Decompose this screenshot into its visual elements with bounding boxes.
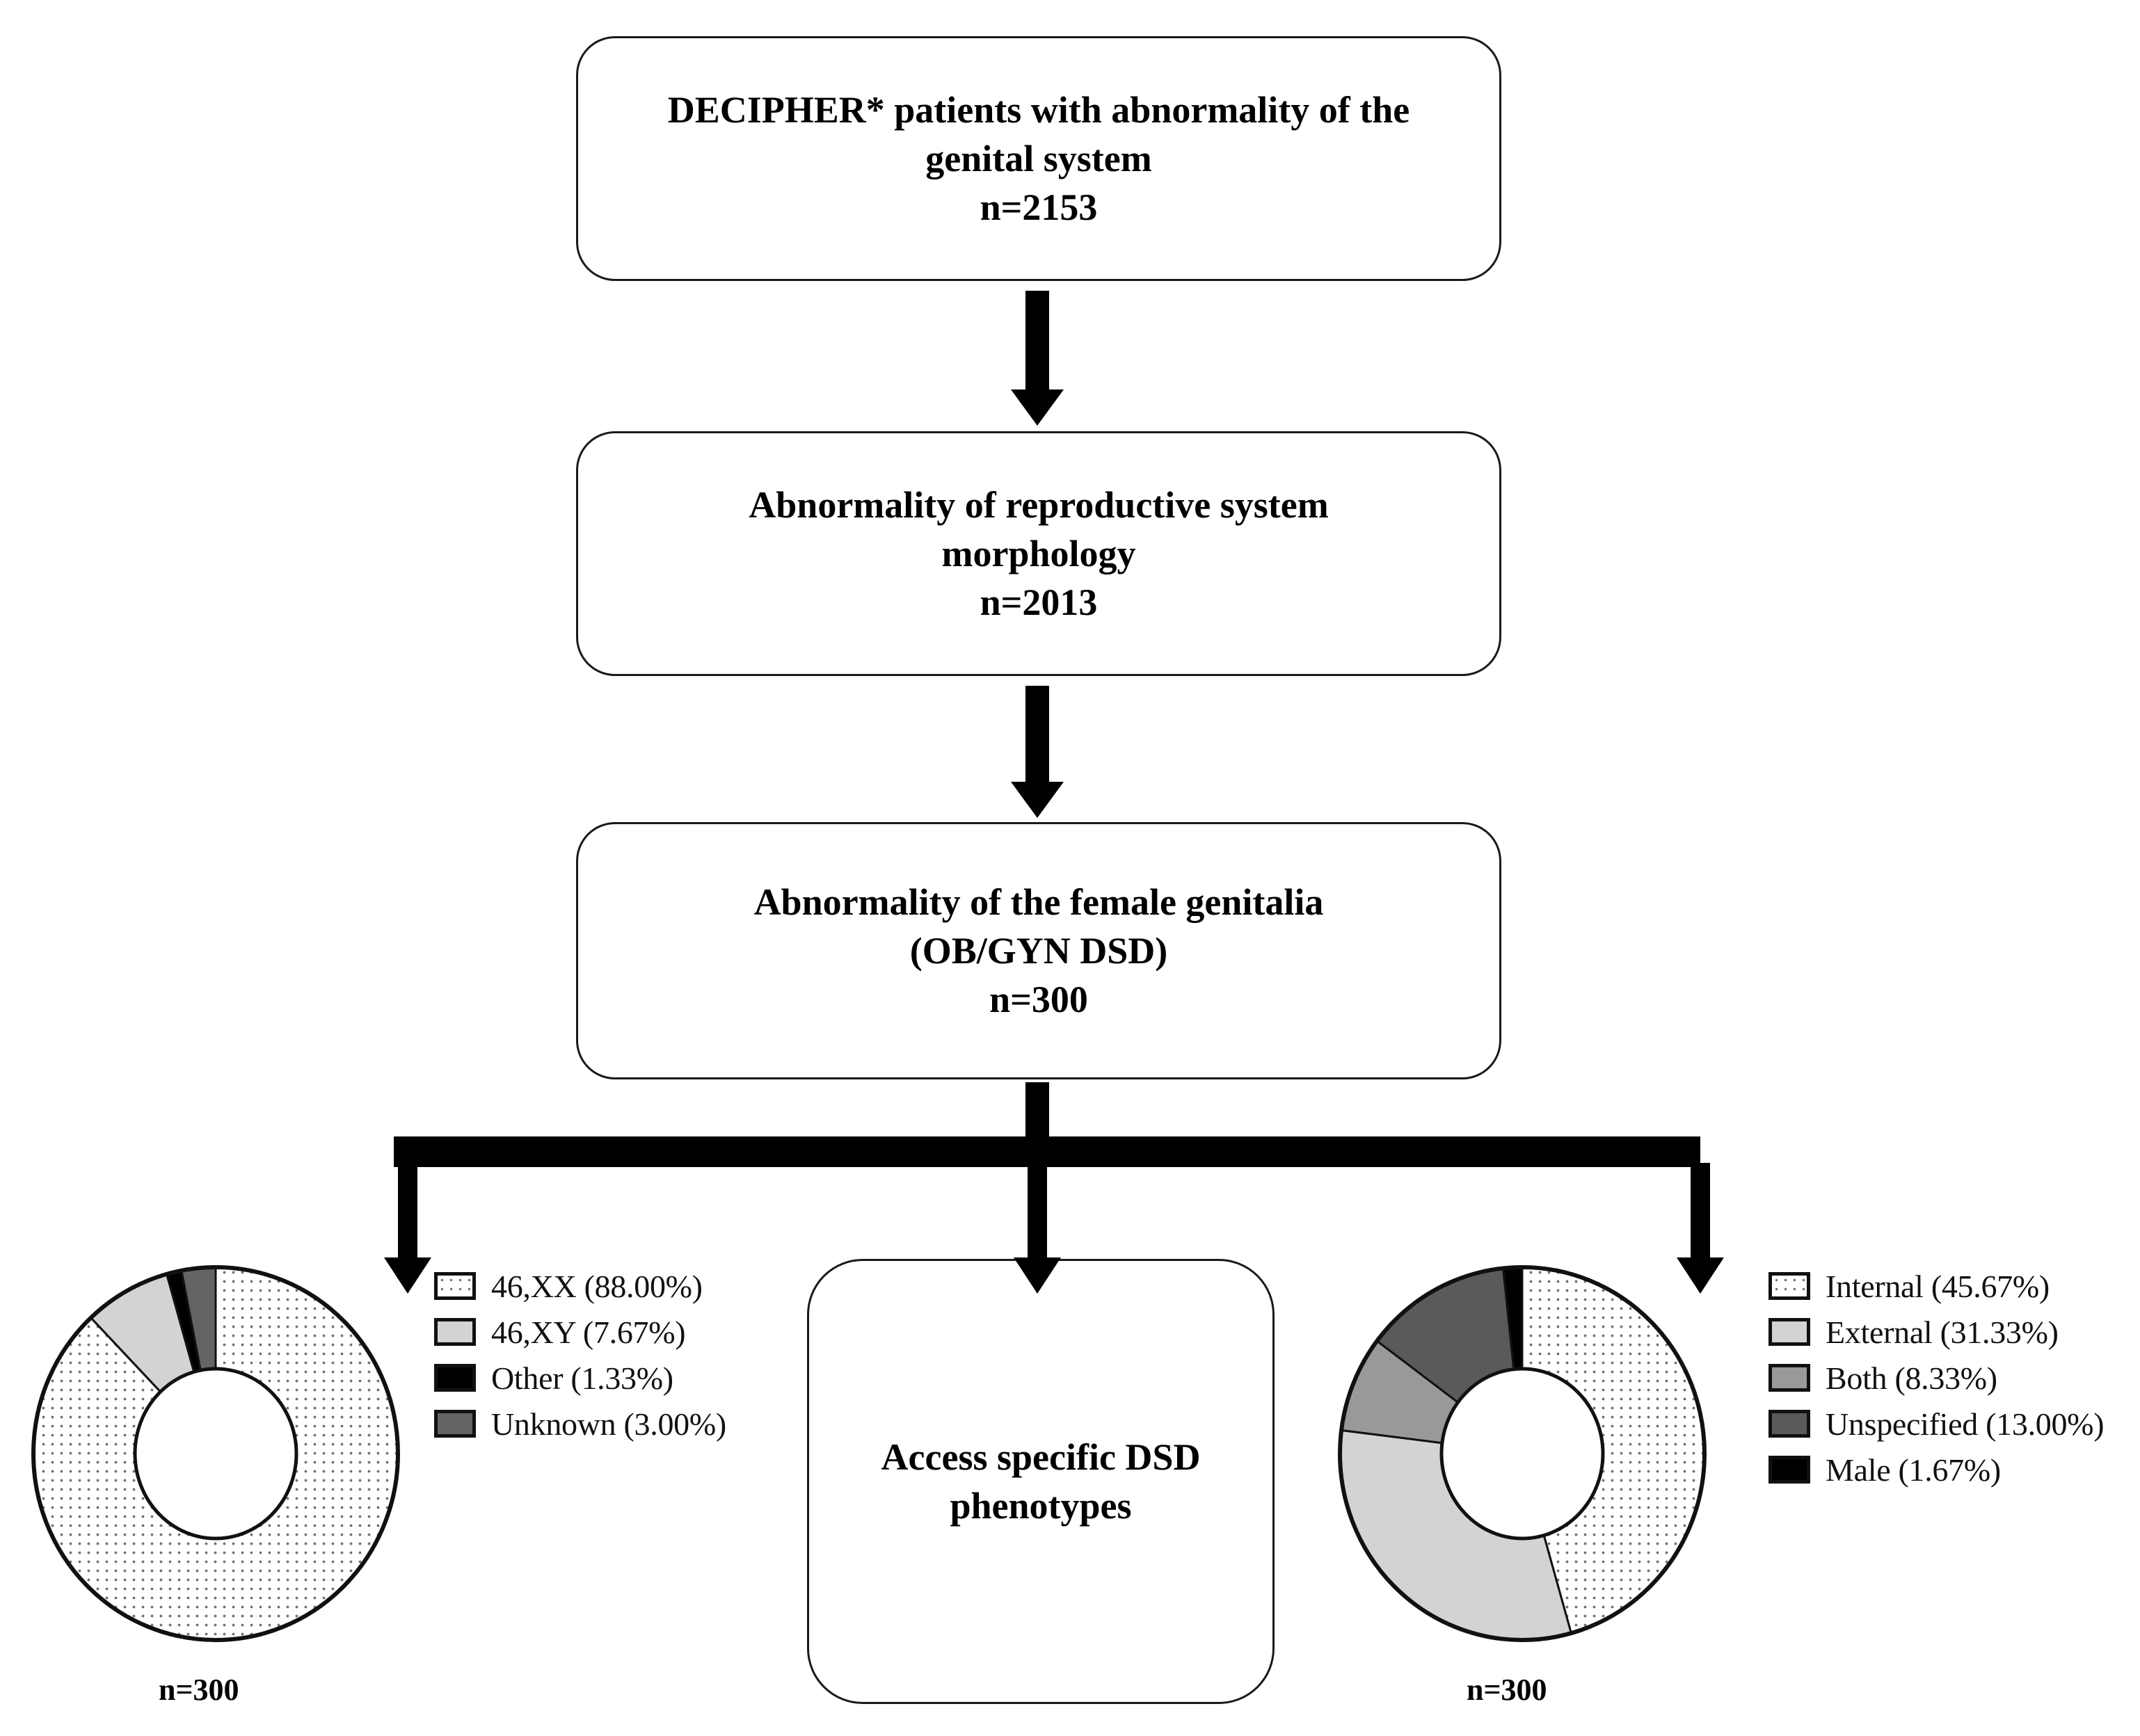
legend-swatch-icon xyxy=(1768,1272,1810,1300)
legend-label: Both (8.33%) xyxy=(1826,1360,1997,1396)
flowchart-box-decipher-cohort: DECIPHER* patients with abnormality of t… xyxy=(576,36,1501,281)
legend-swatch-icon xyxy=(434,1318,476,1346)
flowchart-box-access-phenotypes: Access specific DSD phenotypes xyxy=(807,1259,1275,1704)
arrow-head xyxy=(384,1257,431,1294)
legend-swatch-icon xyxy=(1768,1318,1810,1346)
karyotype-legend-item: 46,XY (7.67%) xyxy=(434,1312,726,1352)
genitalia-involvement-legend-item: Both (8.33%) xyxy=(1768,1358,2104,1398)
legend-swatch-icon xyxy=(434,1272,476,1300)
arrow-head xyxy=(1011,389,1064,426)
branch-down-arrow-icon-left xyxy=(380,1163,436,1294)
branch-stem xyxy=(1025,1082,1049,1142)
genitalia-involvement-legend-item: Male (1.67%) xyxy=(1768,1449,2104,1490)
genitalia-involvement-legend-item: External (31.33%) xyxy=(1768,1312,2104,1352)
genitalia-involvement-legend-item: Unspecified (13.00%) xyxy=(1768,1404,2105,1444)
legend-label: Unknown (3.00%) xyxy=(491,1406,726,1442)
legend-label: External (31.33%) xyxy=(1826,1314,2059,1350)
box-line: (OB/GYN DSD) xyxy=(909,929,1168,972)
genitalia-involvement-donut-svg xyxy=(1338,1265,1707,1642)
box-line: n=2153 xyxy=(980,186,1098,229)
arrow-shaft xyxy=(398,1163,417,1257)
arrow-head xyxy=(1011,782,1064,818)
branch-down-arrow-icon-right xyxy=(1672,1163,1728,1294)
branch-down-arrow-icon-center xyxy=(1009,1163,1065,1294)
legend-swatch-icon xyxy=(434,1410,476,1438)
karyotype-legend: 46,XX (88.00%) 46,XY (7.67%) Other (1.33%)… xyxy=(434,1266,726,1444)
box-line: n=2013 xyxy=(980,581,1098,624)
legend-swatch-icon xyxy=(1768,1456,1810,1484)
legend-swatch-icon xyxy=(1768,1364,1810,1392)
donut-left-caption: n=300 xyxy=(159,1673,239,1707)
genitalia-involvement-donut-chart xyxy=(1327,1259,1717,1648)
genitalia-involvement-legend-item: Internal (45.67%) xyxy=(1768,1266,2104,1306)
down-arrow-icon xyxy=(1004,686,1071,818)
box-line: Abnormality of reproductive system xyxy=(749,483,1329,526)
genitalia-involvement-legend: Internal (45.67%) External (31.33%) Both (… xyxy=(1768,1266,2105,1490)
karyotype-legend-item: Other (1.33%) xyxy=(434,1358,726,1398)
donut-outer-ring xyxy=(1338,1265,1707,1642)
box-line: Abnormality of the female genitalia xyxy=(753,881,1324,923)
karyotype-legend-item: 46,XX (88.00%) xyxy=(434,1266,726,1306)
legend-label: Unspecified (13.00%) xyxy=(1826,1406,2105,1442)
branch-horizontal-bar xyxy=(394,1136,1700,1167)
flowchart-box-female-genitalia: Abnormality of the female genitalia (OB/… xyxy=(576,822,1501,1079)
arrow-shaft xyxy=(1025,686,1049,782)
box-line: genital system xyxy=(925,137,1152,179)
arrow-shaft xyxy=(1028,1163,1047,1257)
arrow-shaft xyxy=(1025,291,1049,389)
legend-label: Other (1.33%) xyxy=(491,1360,673,1396)
legend-label: Internal (45.67%) xyxy=(1826,1268,2050,1304)
arrow-head xyxy=(1677,1257,1724,1294)
donut-inner-hole xyxy=(133,1367,298,1541)
legend-swatch-icon xyxy=(1768,1410,1810,1438)
karyotype-legend-item: Unknown (3.00%) xyxy=(434,1404,726,1444)
donut-right-caption: n=300 xyxy=(1467,1673,1547,1707)
legend-label: 46,XY (7.67%) xyxy=(491,1314,686,1350)
arrow-head xyxy=(1014,1257,1061,1294)
flowchart-box-reproductive-morphology: Abnormality of reproductive system morph… xyxy=(576,431,1501,676)
box-line: n=300 xyxy=(989,979,1088,1021)
arrow-shaft xyxy=(1691,1163,1710,1257)
donut-outer-ring xyxy=(31,1265,400,1642)
karyotype-donut-svg xyxy=(31,1265,400,1642)
legend-label: Male (1.67%) xyxy=(1826,1452,2001,1488)
box-line: Access specific DSD xyxy=(881,1436,1201,1478)
box-line: phenotypes xyxy=(950,1485,1132,1527)
box-line: morphology xyxy=(941,532,1136,574)
donut-inner-hole xyxy=(1439,1367,1605,1541)
down-arrow-icon xyxy=(1004,291,1071,426)
karyotype-donut-chart xyxy=(21,1259,410,1648)
legend-label: 46,XX (88.00%) xyxy=(491,1268,703,1304)
box-line: DECIPHER* patients with abnormality of t… xyxy=(667,88,1410,131)
legend-swatch-icon xyxy=(434,1364,476,1392)
